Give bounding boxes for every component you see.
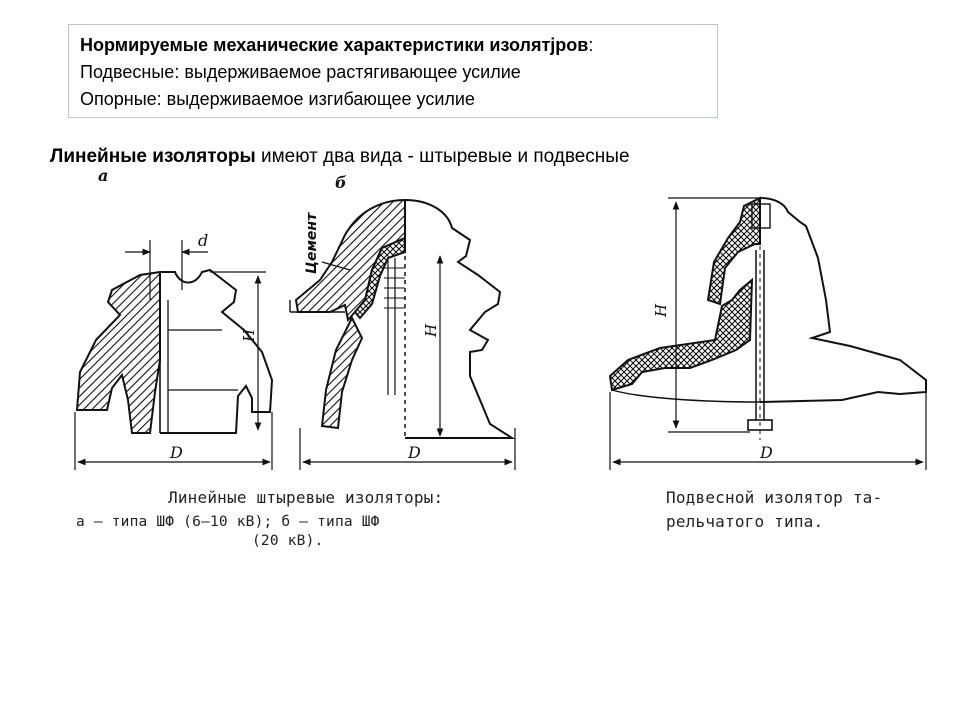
label-diam-susp: D <box>759 443 773 462</box>
label-d: d <box>198 231 208 250</box>
susp-caption-line1: Подвесной изолятор та- <box>666 488 883 507</box>
label-cement: Цемент <box>304 212 320 274</box>
subtitle: Линейные изоляторы имеют два вида - штыр… <box>50 146 630 167</box>
label-h-b: H <box>422 323 440 338</box>
label-diam-b: D <box>407 443 421 462</box>
label-b: б <box>335 173 347 192</box>
info-line-suspension: Подвесные: выдерживаемое растягивающее у… <box>80 62 521 82</box>
insulator-a-section <box>75 270 161 434</box>
label-h-a: H <box>240 328 258 343</box>
info-title: Нормируемые механические характеристики … <box>80 35 594 55</box>
label-diam-a: D <box>169 443 183 462</box>
suspension-insulator <box>608 196 927 470</box>
pin-insulator-b <box>289 198 516 470</box>
insulator-cap <box>706 196 761 306</box>
info-box: Нормируемые механические характеристики … <box>68 24 718 118</box>
pin-caption-title: Линейные штыревые изоляторы: <box>168 488 444 507</box>
label-a: а <box>98 166 108 185</box>
pin-insulator-a <box>74 240 274 470</box>
susp-caption-line2: рельчатого типа. <box>666 512 824 531</box>
pin-caption-line3: (20 кВ). <box>252 533 324 549</box>
cement-layer <box>353 236 406 320</box>
info-line-support: Опорные: выдерживаемое изгибающее усилие <box>80 89 475 109</box>
label-h-susp: H <box>652 303 670 318</box>
pin-caption-line2: а — типа ШФ (6—10 кВ); б — типа ШФ <box>76 514 380 530</box>
